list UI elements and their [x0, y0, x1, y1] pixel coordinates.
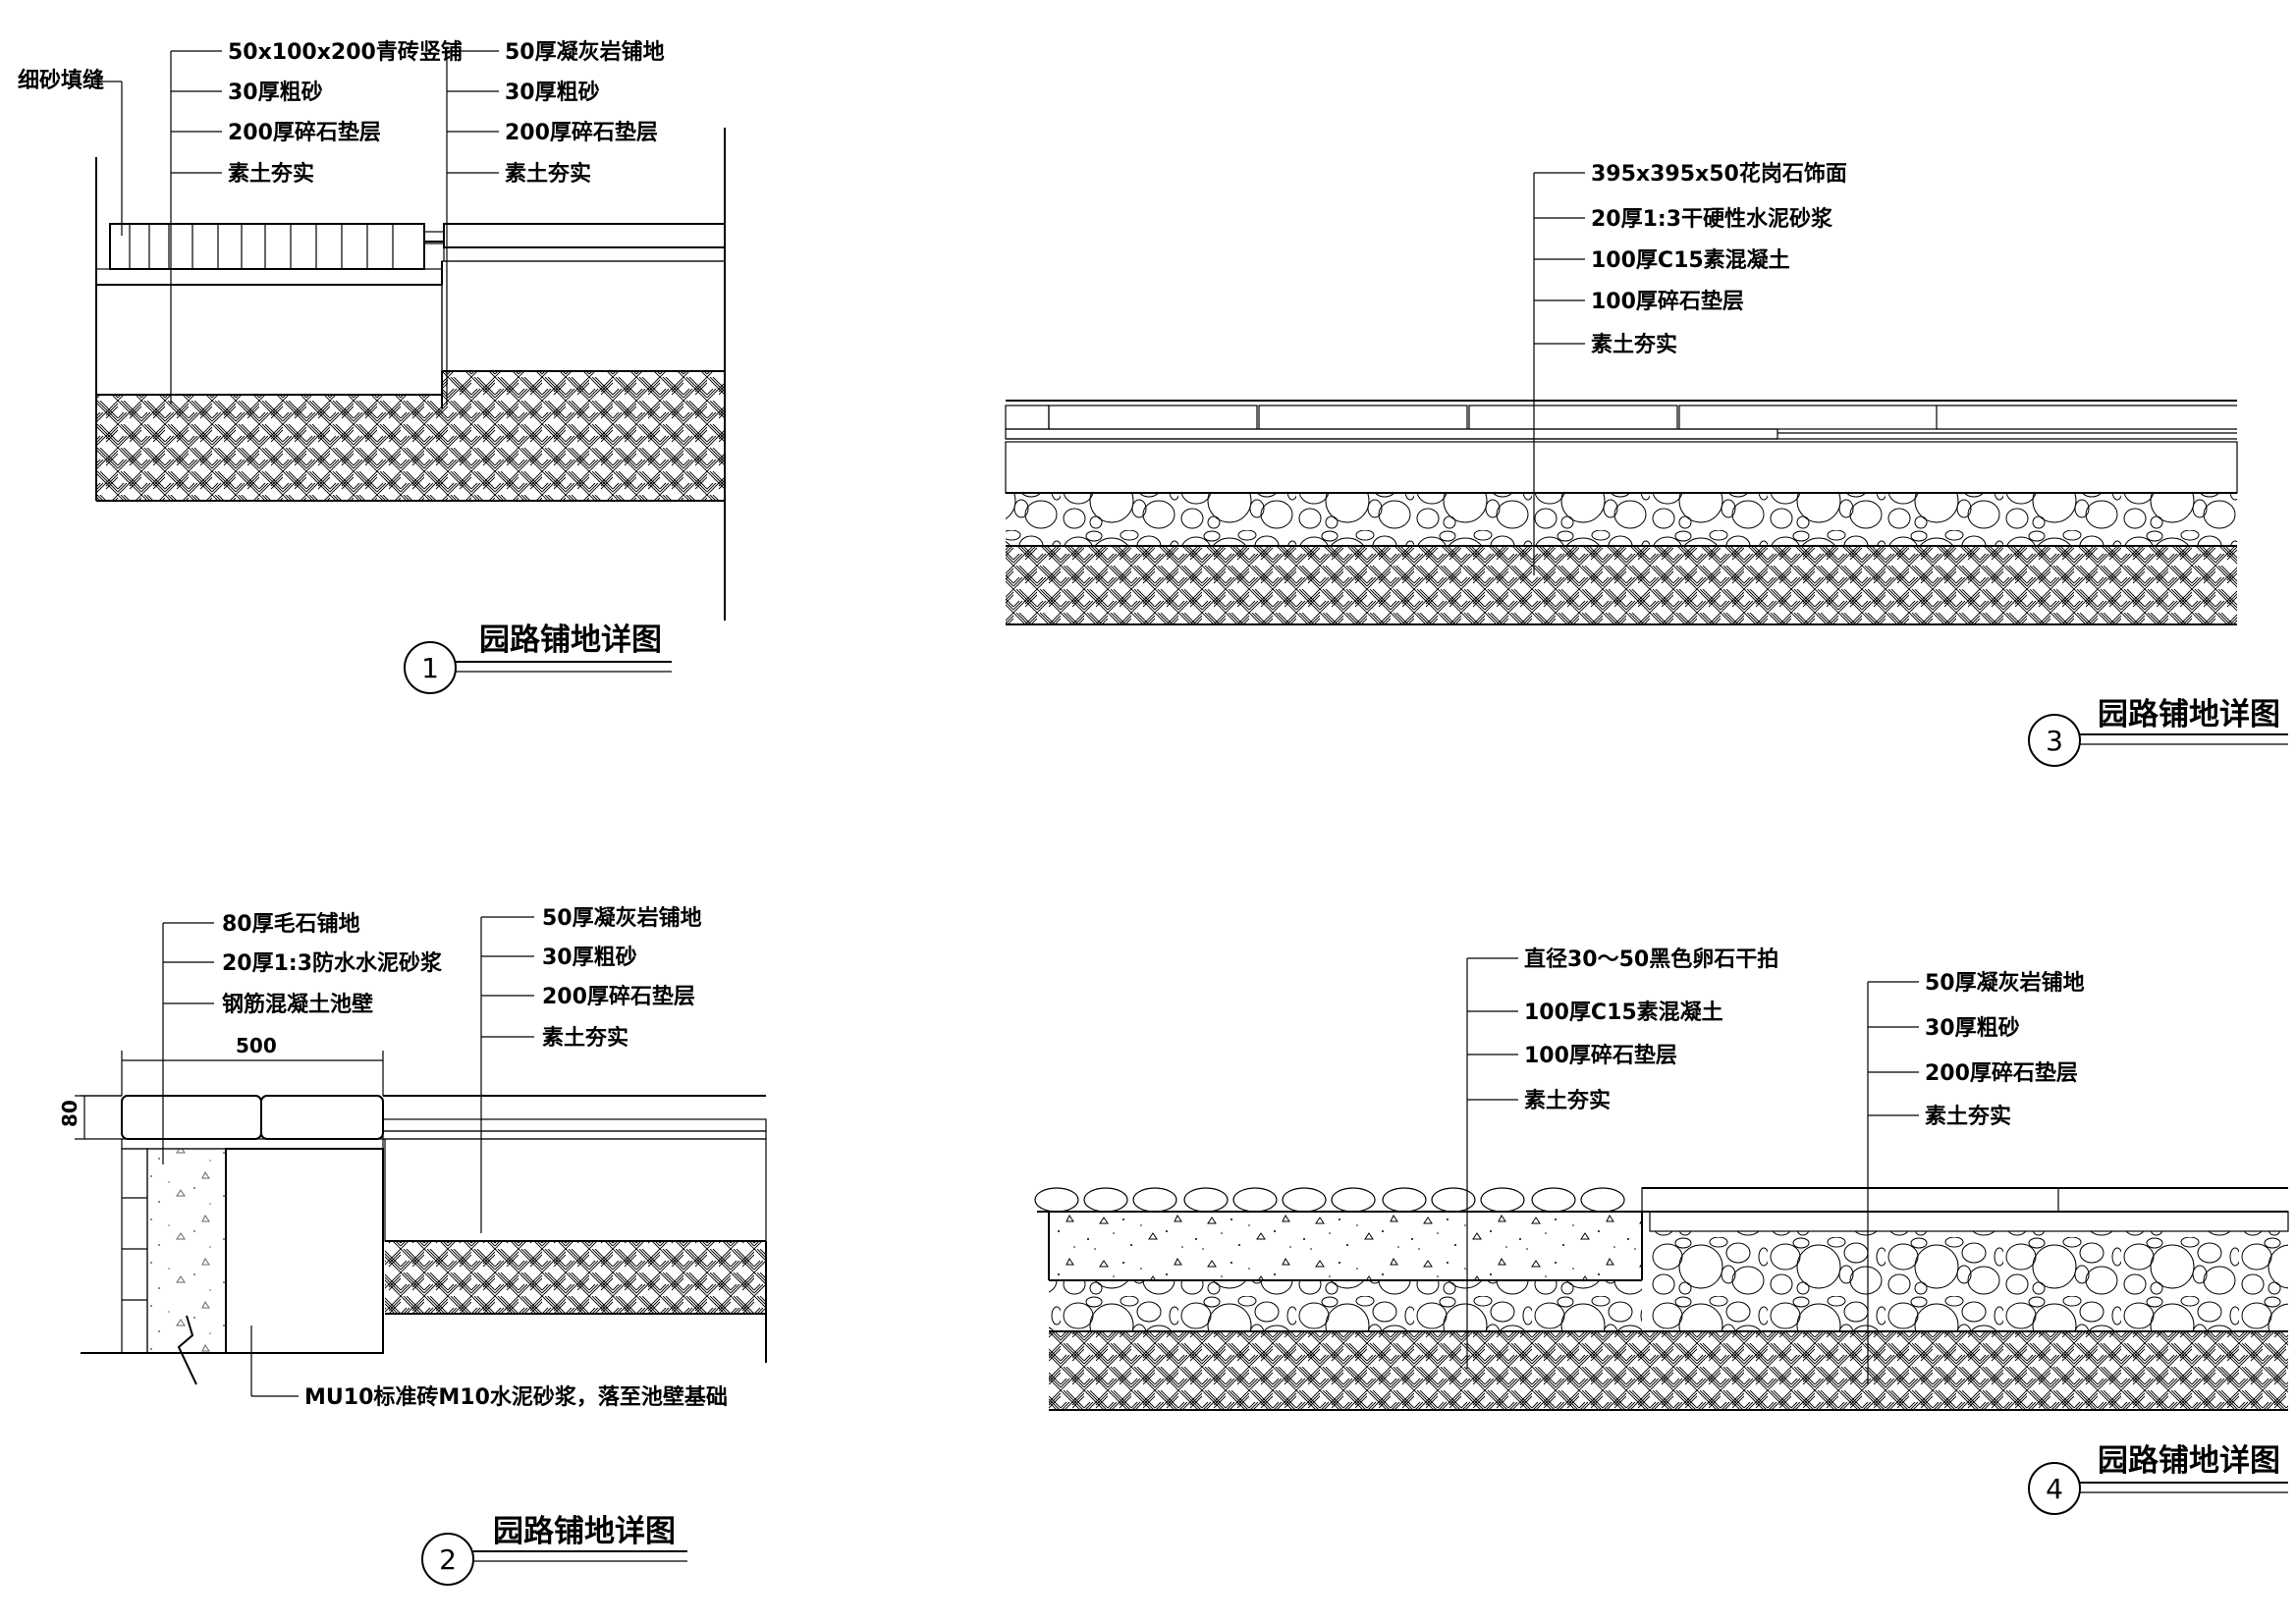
tuff-slab: [1641, 1187, 2059, 1213]
label-2a-2: 钢筋混凝土池壁: [222, 992, 373, 1017]
detail-number-circle: [404, 641, 457, 694]
label-1b-3: 素土夯实: [505, 161, 591, 187]
detail-title: 园路铺地详图: [493, 1514, 676, 1549]
label-2a-0: 80厚毛石铺地: [222, 911, 360, 937]
detail-2: 500 80 80厚毛石铺地 20厚1:3防水水泥砂浆 钢筋混凝土池壁 50厚凝…: [58, 905, 767, 1586]
label-3-0: 395x395x50花岗石饰面: [1591, 161, 1847, 187]
black-pebble-row: [1034, 1187, 1625, 1213]
detail-title: 园路铺地详图: [2098, 1443, 2280, 1479]
bottom-note: MU10标准砖M10水泥砂浆，落至池壁基础: [304, 1384, 728, 1410]
detail-title: 园路铺地详图: [479, 622, 662, 658]
detail-number: 1: [421, 652, 439, 684]
label-4b-1: 30厚粗砂: [1925, 1015, 2020, 1041]
label-2b-1: 30厚粗砂: [542, 945, 637, 970]
granite-tile: [1048, 405, 1258, 430]
detail-number-circle: [2028, 714, 2081, 767]
label-2a-1: 20厚1:3防水水泥砂浆: [222, 950, 443, 976]
detail-number: 4: [2046, 1473, 2063, 1505]
dim-height: 80: [58, 1100, 82, 1127]
label-2b-0: 50厚凝灰岩铺地: [542, 905, 702, 931]
sand-joint-label: 细砂填缝: [18, 68, 104, 93]
label-1a-3: 素土夯实: [228, 161, 314, 187]
label-1b-2: 200厚碎石垫层: [505, 120, 658, 145]
detail-number-circle: [2028, 1462, 2081, 1515]
tuff-slab: [382, 1130, 767, 1140]
label-2b-2: 200厚碎石垫层: [542, 984, 695, 1009]
detail-number: 2: [439, 1543, 457, 1576]
label-1a-1: 30厚粗砂: [228, 80, 323, 105]
pool-wall: [225, 1148, 384, 1354]
label-4a-0: 直径30～50黑色卵石干拍: [1524, 947, 1778, 972]
label-3-4: 素土夯实: [1591, 332, 1677, 357]
detail-1: 细砂填缝 50x100x200青砖竖铺 30厚粗砂 200厚碎石垫层 素土夯实 …: [18, 39, 726, 694]
label-3-2: 100厚C15素混凝土: [1591, 247, 1790, 273]
label-2b-3: 素土夯实: [542, 1025, 629, 1051]
label-4b-3: 素土夯实: [1925, 1104, 2011, 1129]
label-4a-1: 100厚C15素混凝土: [1524, 1000, 1723, 1025]
label-4b-2: 200厚碎石垫层: [1925, 1060, 2078, 1086]
label-3-1: 20厚1:3干硬性水泥砂浆: [1591, 206, 1833, 232]
label-4a-2: 100厚碎石垫层: [1524, 1043, 1677, 1068]
label-4a-3: 素土夯实: [1524, 1088, 1611, 1113]
detail-4: 直径30～50黑色卵石干拍 100厚C15素混凝土 100厚碎石垫层 素土夯实 …: [1034, 947, 2289, 1515]
detail-number: 3: [2046, 725, 2063, 757]
detail-title: 园路铺地详图: [2098, 697, 2280, 732]
label-1b-0: 50厚凝灰岩铺地: [505, 39, 665, 65]
label-1a-0: 50x100x200青砖竖铺: [228, 39, 463, 65]
tuff-slab: [443, 223, 726, 248]
dim-width: 500: [236, 1034, 277, 1057]
label-3-3: 100厚碎石垫层: [1591, 289, 1744, 314]
detail-3: 395x395x50花岗石饰面 20厚1:3干硬性水泥砂浆 100厚C15素混凝…: [1005, 161, 2288, 767]
label-4b-0: 50厚凝灰岩铺地: [1925, 970, 2085, 996]
brick-layer: [109, 223, 425, 270]
label-1b-1: 30厚粗砂: [505, 80, 600, 105]
detail-number-circle: [421, 1533, 474, 1586]
label-1a-2: 200厚碎石垫层: [228, 120, 381, 145]
